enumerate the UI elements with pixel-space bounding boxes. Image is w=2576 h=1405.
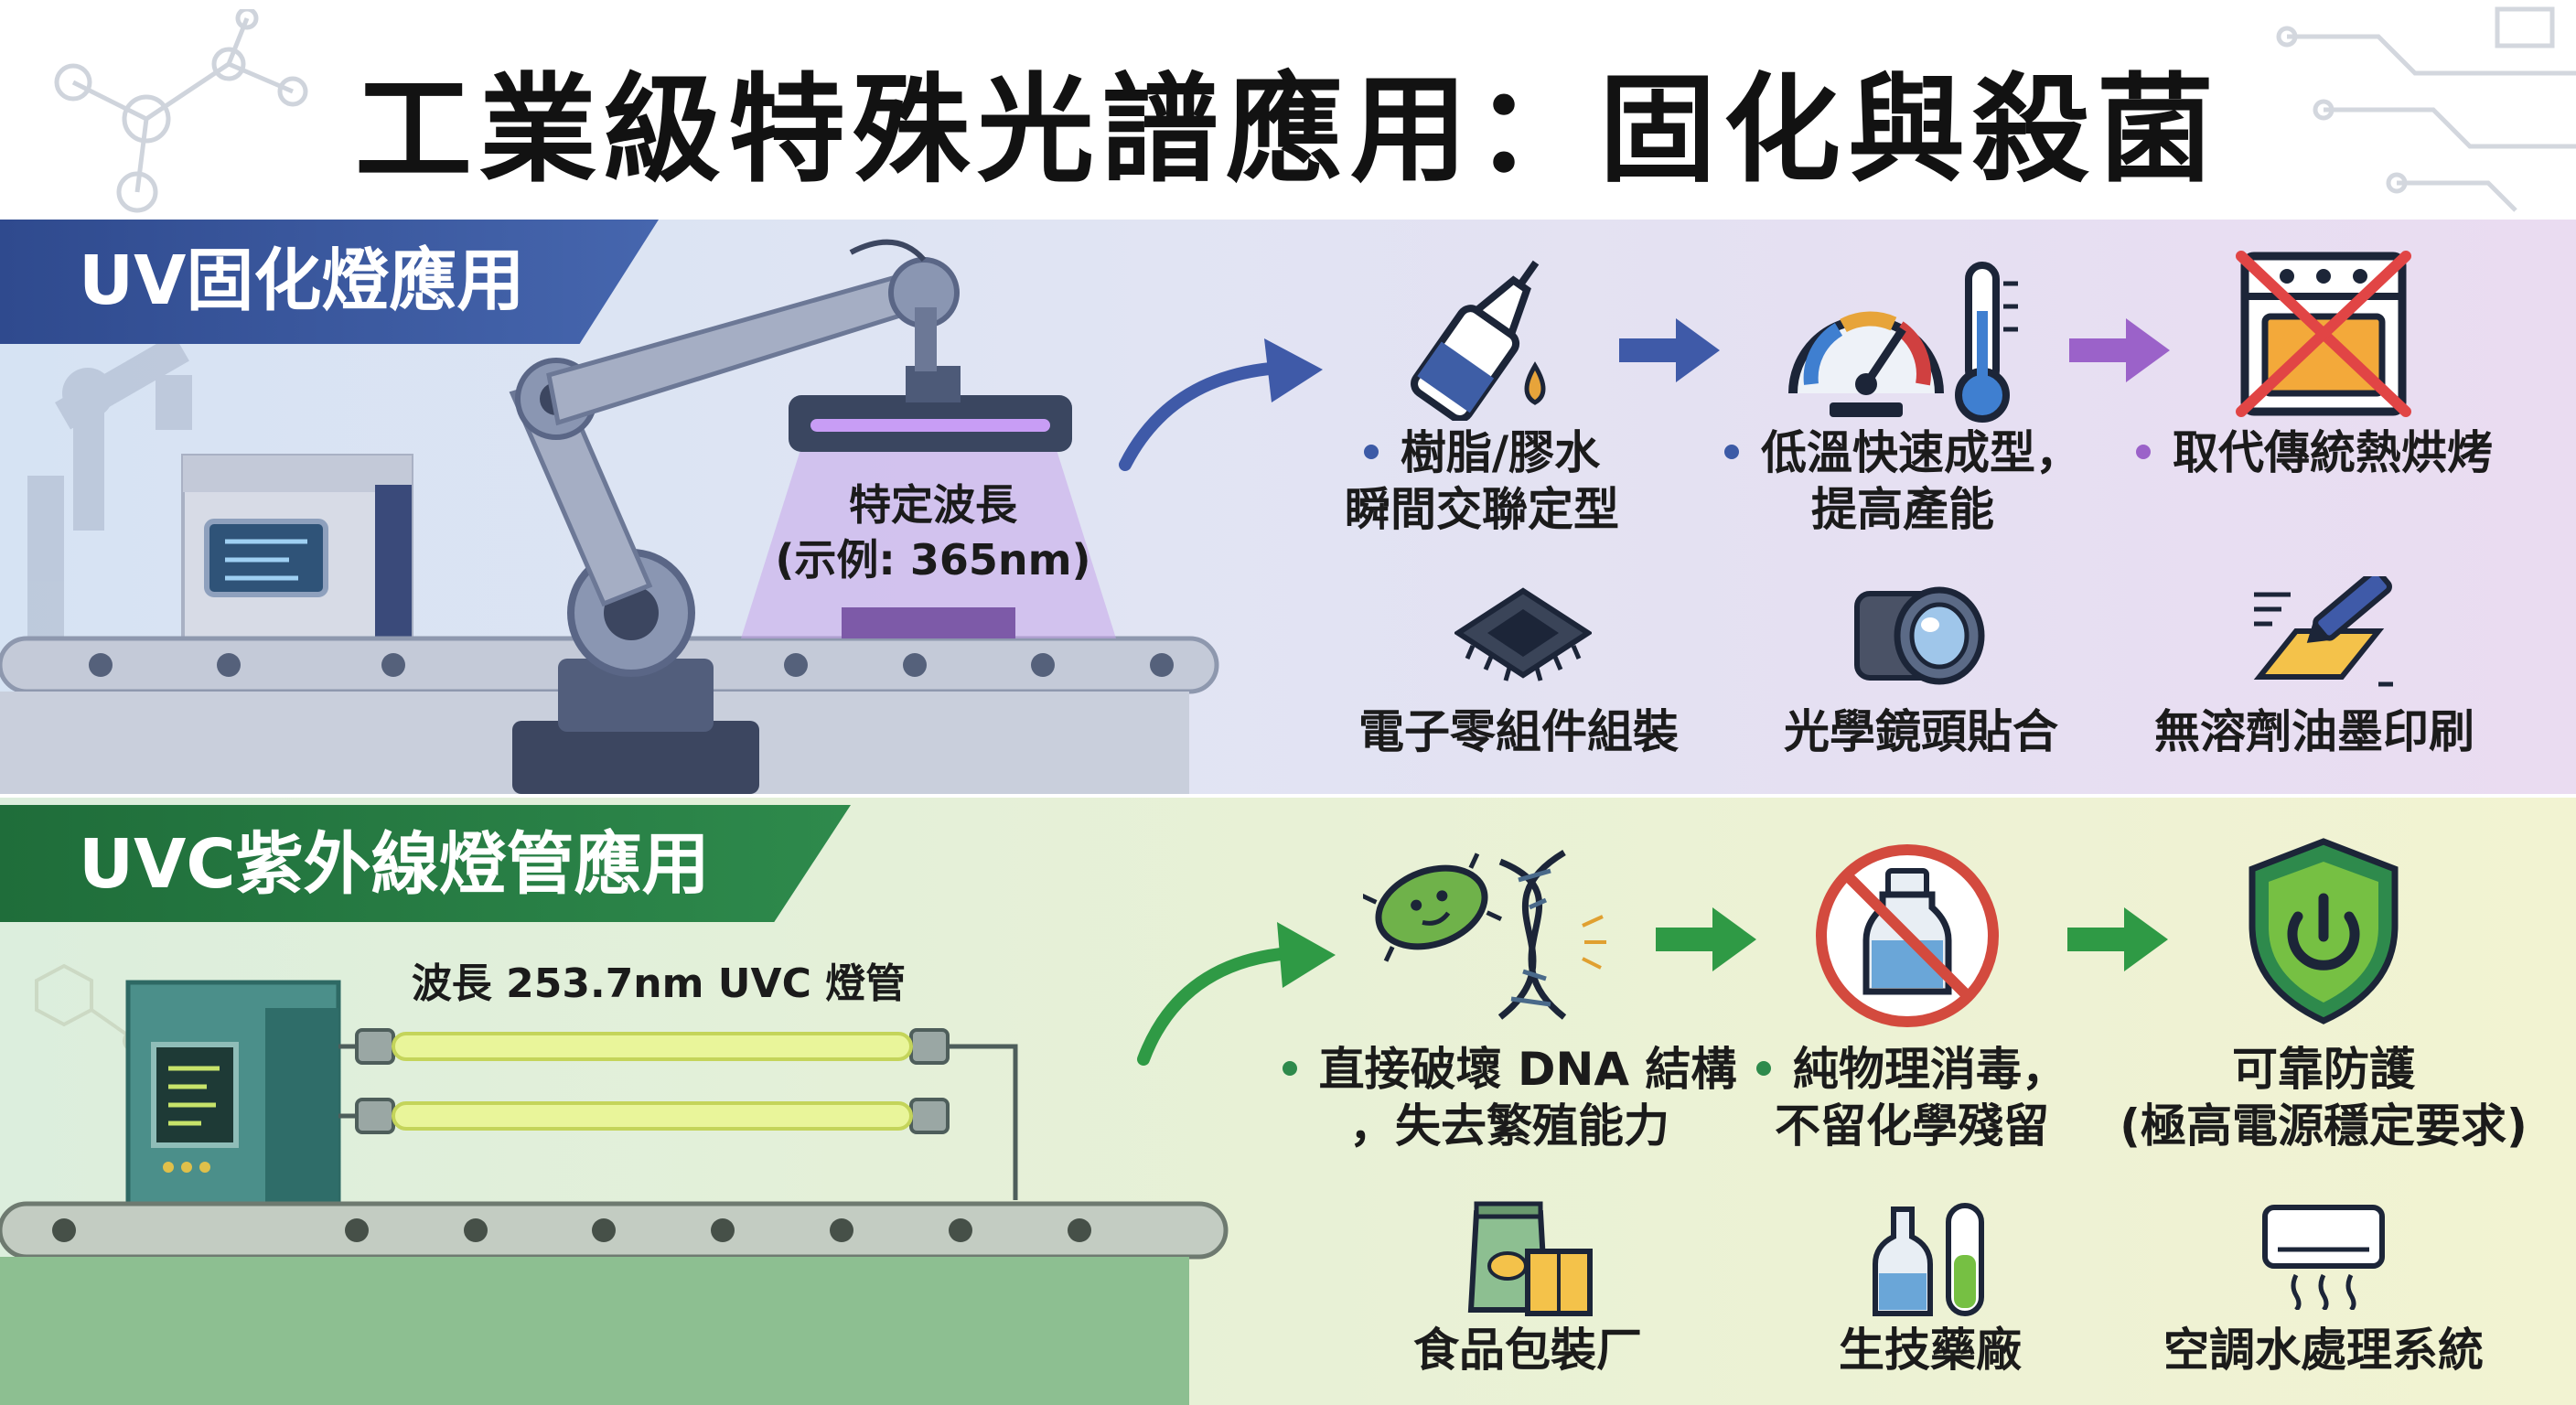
uvc-step-2-label: 純物理消毒， 不留化學殘留 xyxy=(1729,1041,2095,1154)
food-package-icon xyxy=(1467,1201,1593,1316)
circuit-decoration-icon xyxy=(2276,6,2576,212)
gauge-thermometer-icon xyxy=(1788,262,2018,423)
bacteria-dna-icon xyxy=(1363,850,1606,1020)
shield-power-icon xyxy=(2249,838,2399,1024)
blue-right-arrow-icon xyxy=(1619,318,1720,382)
uv-section-heading: UV固化燈應用 xyxy=(0,220,659,344)
air-conditioner-icon xyxy=(2262,1205,2385,1310)
molecule-decoration-icon xyxy=(54,9,308,213)
glue-bottle-icon xyxy=(1411,260,1546,421)
uv-wavelength-label: 特定波長 (示例: 365nm) xyxy=(775,480,1091,585)
uv-curing-machine-illustration xyxy=(0,239,1219,794)
page-title: 工業級特殊光譜應用：固化與殺菌 xyxy=(354,62,2221,198)
uvc-lamp-section: UVC紫外線燈管應用 波長 253.7nm UVC 燈管 xyxy=(0,798,2576,1405)
uv-app-3-label: 無溶劑油墨印刷 xyxy=(2154,705,2474,758)
green-right-arrow-icon xyxy=(1656,907,1756,971)
bullet-dot-icon xyxy=(1724,445,1739,459)
uvc-app-2-label: 生技藥廠 xyxy=(1839,1324,2022,1377)
uv-step-2-label: 低溫快速成型， 提高產能 xyxy=(1701,424,2104,538)
uvc-app-3-label: 空調水處理系統 xyxy=(2163,1324,2484,1377)
no-oven-icon xyxy=(2236,251,2411,417)
bullet-dot-icon xyxy=(1756,1061,1771,1076)
uv-step-1-label: 樹脂/膠水 瞬間交聯定型 xyxy=(1345,426,1619,536)
curved-arrow-icon xyxy=(1137,922,1336,1066)
purple-right-arrow-icon xyxy=(2069,318,2170,382)
uvc-section-heading: UVC紫外線燈管應用 xyxy=(0,805,851,922)
chip-icon xyxy=(1454,587,1592,681)
camera-lens-icon xyxy=(1854,586,1985,685)
uv-app-2-label: 光學鏡頭貼合 xyxy=(1784,705,2058,758)
uv-app-1-label: 電子零組件組裝 xyxy=(1358,705,1679,758)
uv-step-3-label: 取代傳統熱烘烤 xyxy=(2113,424,2516,481)
uvc-step-3-label: 可靠防護 (極高電源穩定要求) xyxy=(2120,1043,2528,1153)
bullet-dot-icon xyxy=(1363,445,1379,459)
uvc-app-1-label: 食品包裝厂 xyxy=(1413,1324,1642,1377)
no-chemical-icon xyxy=(1816,844,1999,1027)
uvc-lamp-label: 波長 253.7nm UVC 燈管 xyxy=(411,960,907,1007)
uv-curing-section: UV固化燈應用 特定波長 (示例: 365nm) xyxy=(0,220,2576,794)
curved-arrow-icon xyxy=(1119,338,1323,471)
pharma-bottle-icon xyxy=(1873,1203,1984,1316)
uvc-step-1-label: 直接破壞 DNA 結構 ，失去繁殖能力 xyxy=(1281,1041,1738,1154)
green-right-arrow-icon xyxy=(2067,907,2168,971)
ink-printing-icon xyxy=(2253,576,2393,687)
bullet-dot-icon xyxy=(2136,445,2151,459)
bullet-dot-icon xyxy=(1282,1061,1297,1076)
uvc-sterilizer-illustration xyxy=(0,963,1229,1405)
